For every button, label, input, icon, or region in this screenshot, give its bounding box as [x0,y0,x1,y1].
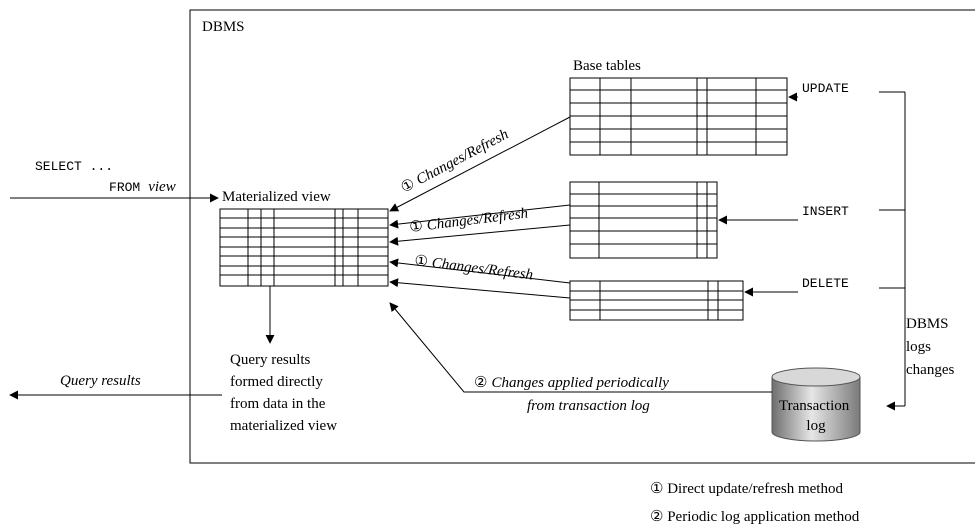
refresh-arrow-4 [389,258,571,284]
delete-operation: DELETE [802,276,849,291]
refresh-arrow-3 [389,224,571,246]
legend-periodic-log: ② Periodic log application method [650,509,860,525]
operations-bracket [879,91,906,406]
query-results-description: Query results formed directly from data … [230,352,337,434]
materialized-view-title: Materialized view [222,189,331,205]
refresh-arrows [389,116,571,299]
refresh-arrow-5 [389,278,571,299]
legend-direct-refresh: ① Direct update/refresh method [650,481,843,497]
base-table-3 [569,280,744,321]
dbms-label: DBMS [202,19,245,35]
dbms-logs-changes-label: DBMS logs changes [906,316,954,378]
periodic-text: Changes applied periodically [491,375,669,391]
refresh-label-1: ①Changes/Refresh [398,126,511,196]
refresh-text: Changes/Refresh [426,206,529,234]
query-from-line: FROM view [70,179,199,195]
query-from-keyword: FROM [109,180,140,195]
materialized-view-table [219,208,389,287]
transaction-log-label: Transaction log [779,398,853,434]
refresh-text: Changes/Refresh [414,126,512,188]
periodic-path [389,302,772,393]
query-results-output-label: Query results [60,373,141,389]
periodic-marker: ② [474,375,487,391]
refresh-arrow-1 [389,116,571,212]
query-view-object: view [148,179,176,195]
periodic-label-line2: from transaction log [527,398,650,414]
update-operation: UPDATE [802,81,849,96]
transaction-log-cylinder [771,367,861,442]
refresh-arrow-2 [389,204,571,229]
insert-operation: INSERT [802,204,849,219]
base-table-1 [569,77,788,156]
refresh-marker: ① [398,176,417,196]
refresh-marker: ① [414,253,429,271]
refresh-text: Changes/Refresh [431,255,534,283]
refresh-marker: ① [409,218,424,236]
base-tables-title: Base tables [573,58,641,74]
base-table-2 [569,181,718,259]
dbms-boundary [189,9,975,464]
query-select-line: SELECT ... [35,159,113,174]
